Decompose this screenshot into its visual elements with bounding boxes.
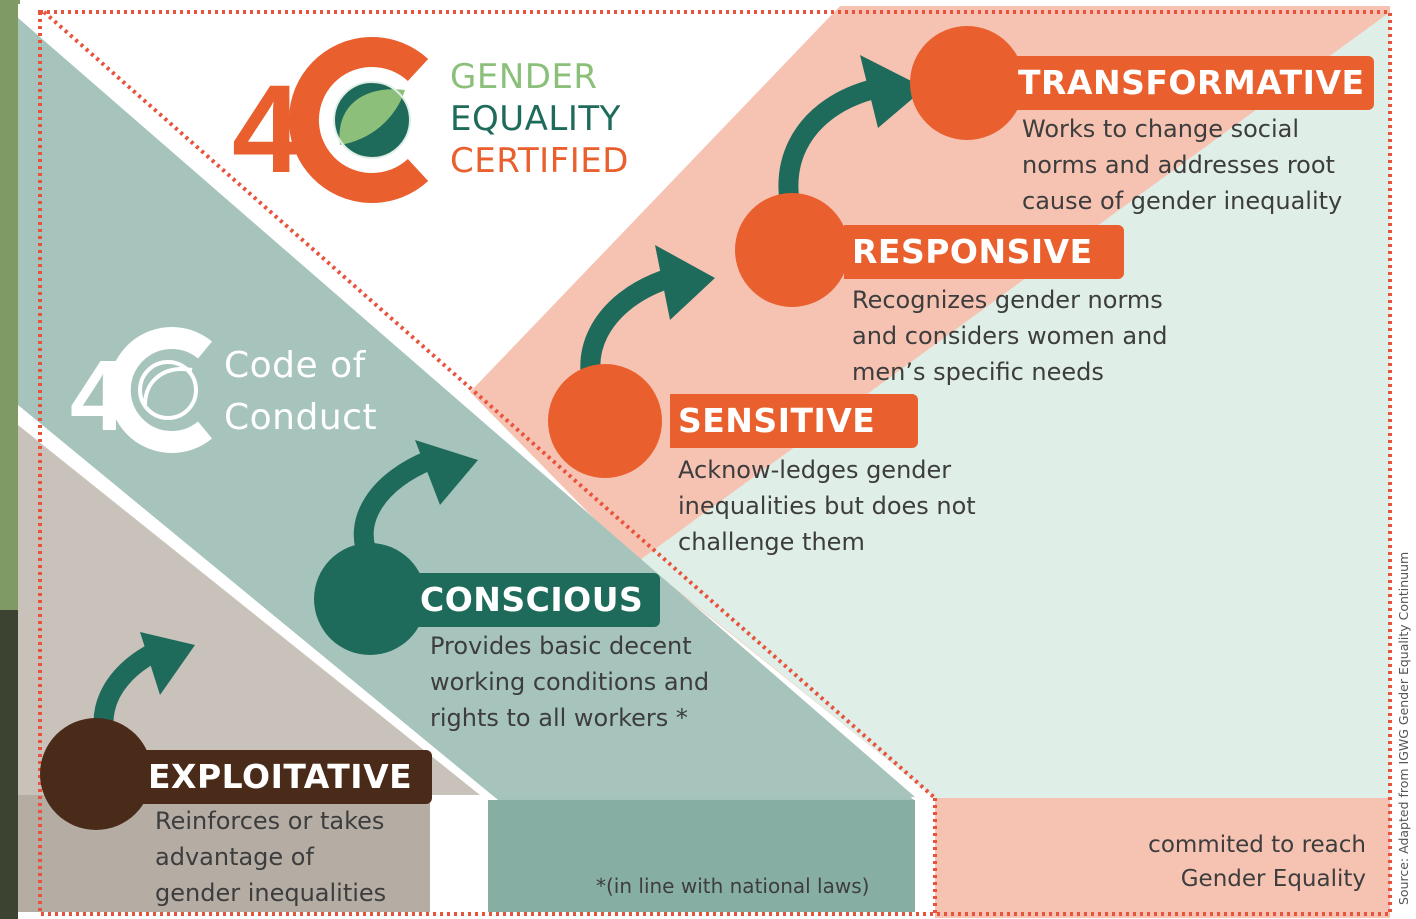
logo-line-equality: EQUALITY — [450, 99, 621, 139]
4c-logo: 4 — [232, 37, 429, 203]
conscious-circle — [314, 543, 426, 655]
dotted-border — [38, 10, 1392, 916]
sensitive-description: Acknow-ledges gender inequalities but do… — [678, 456, 976, 556]
exploitative-description: Reinforces or takes advantage of gender … — [155, 807, 387, 907]
mint-area — [640, 12, 1390, 798]
responsive-label: RESPONSIVE — [844, 225, 1124, 279]
logo-line-certified: CERTIFIED — [450, 141, 629, 181]
exploitative-label: EXPLOITATIVE — [140, 750, 432, 804]
logo-line-gender: GENDER — [450, 57, 598, 97]
code-of-conduct-line1: Code of — [224, 345, 366, 386]
code-of-conduct-line2: Conduct — [224, 397, 378, 438]
responsive-circle — [735, 193, 849, 307]
commitment-text: commited to reach Gender Equality — [1148, 832, 1366, 892]
transformative-label: TRANSFORMATIVE — [1010, 56, 1374, 110]
national-laws-footnote: *(in line with national laws) — [596, 874, 870, 898]
exploitative-circle — [40, 718, 152, 830]
sensitive-circle — [548, 364, 662, 478]
footnote-box — [488, 800, 915, 912]
conscious-description: Provides basic decent working conditions… — [430, 632, 710, 732]
4c-code-of-conduct-logo: 4 — [70, 327, 213, 453]
sensitive-label: SENSITIVE — [670, 394, 918, 448]
background-photo-edge-dark — [0, 610, 20, 919]
conscious-label: CONSCIOUS — [412, 573, 660, 627]
source-credit: Source: Adapted from IGWG Gender Equalit… — [1396, 551, 1411, 905]
responsive-description: Recognizes gender norms and considers wo… — [852, 286, 1168, 386]
transformative-description: Works to change social norms and address… — [1022, 115, 1343, 215]
transformative-circle — [910, 26, 1024, 140]
